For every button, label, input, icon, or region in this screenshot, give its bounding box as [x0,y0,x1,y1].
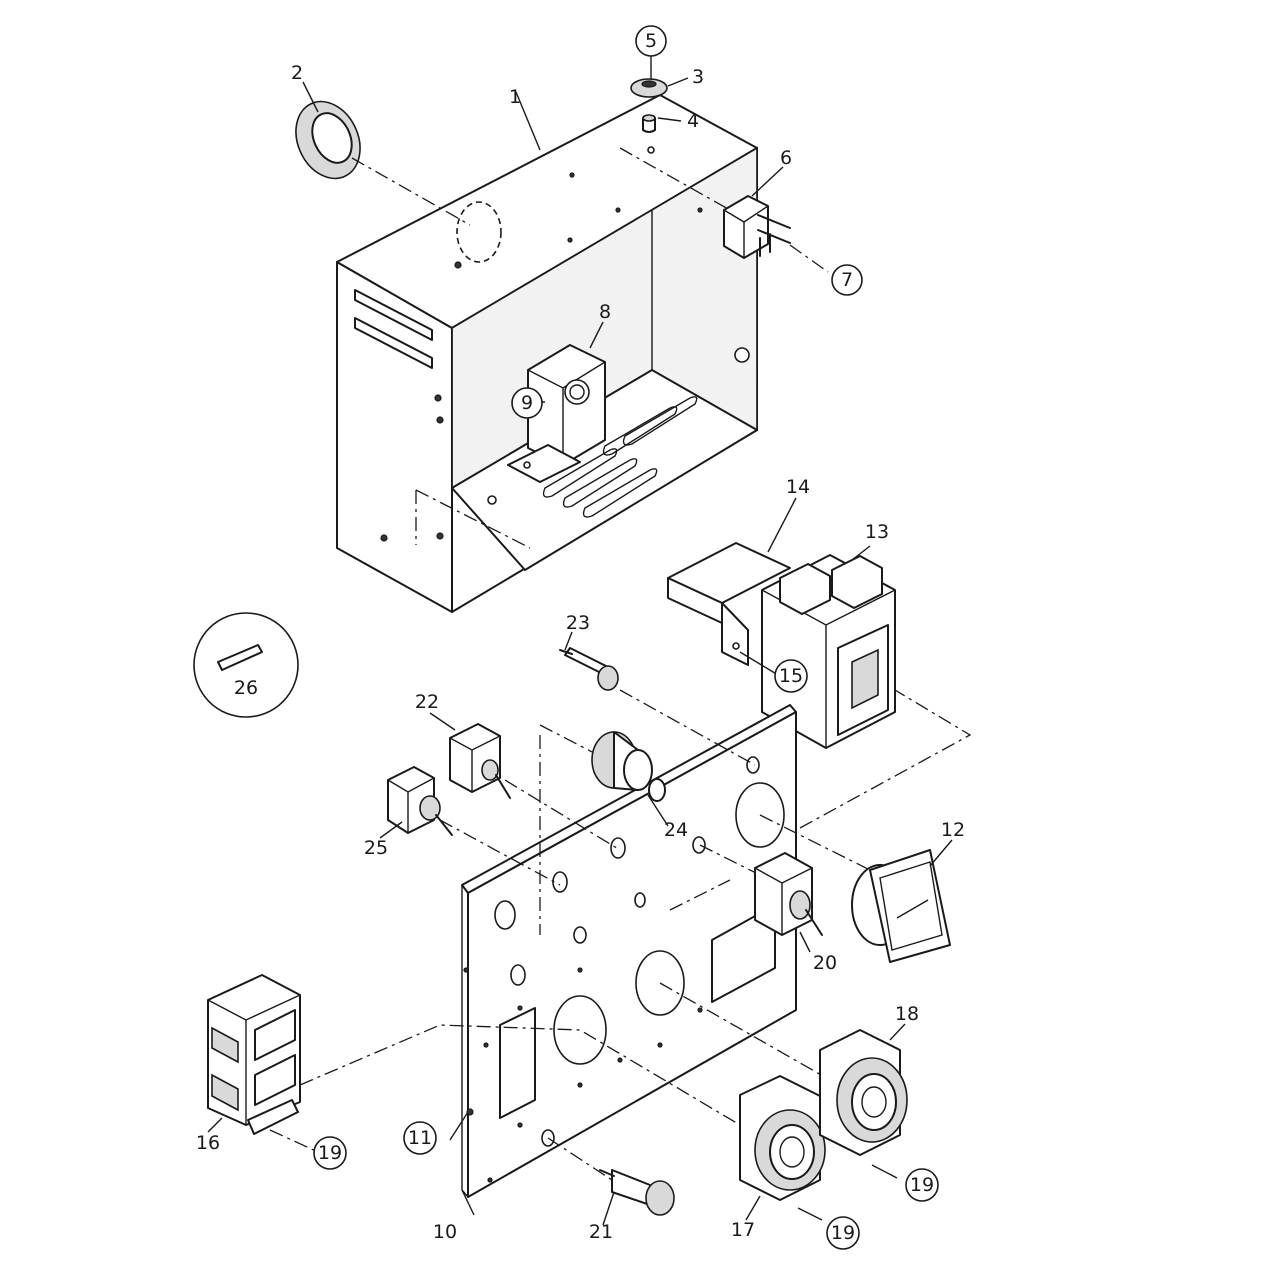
label-part-5: 5 [645,30,657,52]
label-part-19b: 19 [910,1174,934,1196]
label-part-8: 8 [599,301,611,323]
twist-lock-receptacle-17 [739,1075,826,1201]
label-part-9: 9 [521,392,533,414]
label-part-16: 16 [196,1132,220,1154]
label-circle-11 [403,1121,437,1155]
duplex-receptacle [207,974,301,1135]
label-part-10: 10 [433,1221,457,1243]
label-part-22: 22 [415,691,439,713]
part-number-labels: 1 2 3 4 5 6 7 8 9 10 11 12 13 14 15 16 1… [196,25,965,1250]
toggle-switch-22 [449,723,511,799]
label-part-7: 7 [841,269,853,291]
label-part-19c: 19 [831,1222,855,1244]
label-part-1: 1 [509,86,521,108]
breaker-bracket [667,542,791,666]
fuse-holder [599,1169,675,1216]
control-panel-plate [269,689,972,1198]
label-part-23: 23 [566,612,590,634]
label-part-13: 13 [865,521,889,543]
label-part-12: 12 [941,819,965,841]
toggle-switch-20 [754,852,823,936]
twist-lock-receptacle-18 [819,1029,908,1156]
label-circle-7 [831,264,863,296]
circuit-breaker [761,554,896,749]
label-circle-9 [511,387,543,419]
terminal-block [723,195,829,273]
label-part-11: 11 [408,1127,432,1149]
label-circle-15 [774,659,808,693]
grommet [295,100,471,226]
label-part-15: 15 [779,665,803,687]
label-part-14: 14 [786,476,810,498]
label-part-6: 6 [780,147,792,169]
label-circle-19c [826,1216,860,1250]
label-circle-19b [905,1168,939,1202]
label-part-19a: 19 [318,1142,342,1164]
label-part-4: 4 [687,110,699,132]
label-part-18: 18 [895,1003,919,1025]
leader-lines [207,55,953,1226]
panel-meter [851,849,951,963]
label-part-26: 26 [234,677,258,699]
rotary-control [591,731,666,802]
label-part-24: 24 [664,819,688,841]
current-transformer-bracket [507,344,606,483]
toggle-switch-25 [387,766,453,836]
label-part-25: 25 [364,837,388,859]
pilot-light [559,647,619,691]
label-part-2: 2 [291,62,303,84]
spare-fuse-callout [193,612,299,718]
label-part-20: 20 [813,952,837,974]
bushing-and-spacer [630,78,668,133]
label-part-17: 17 [731,1219,755,1241]
label-circle-5 [635,25,667,57]
label-circle-19a [313,1136,347,1170]
label-part-3: 3 [692,66,704,88]
enclosure-box [336,94,758,613]
label-part-21: 21 [589,1221,613,1243]
